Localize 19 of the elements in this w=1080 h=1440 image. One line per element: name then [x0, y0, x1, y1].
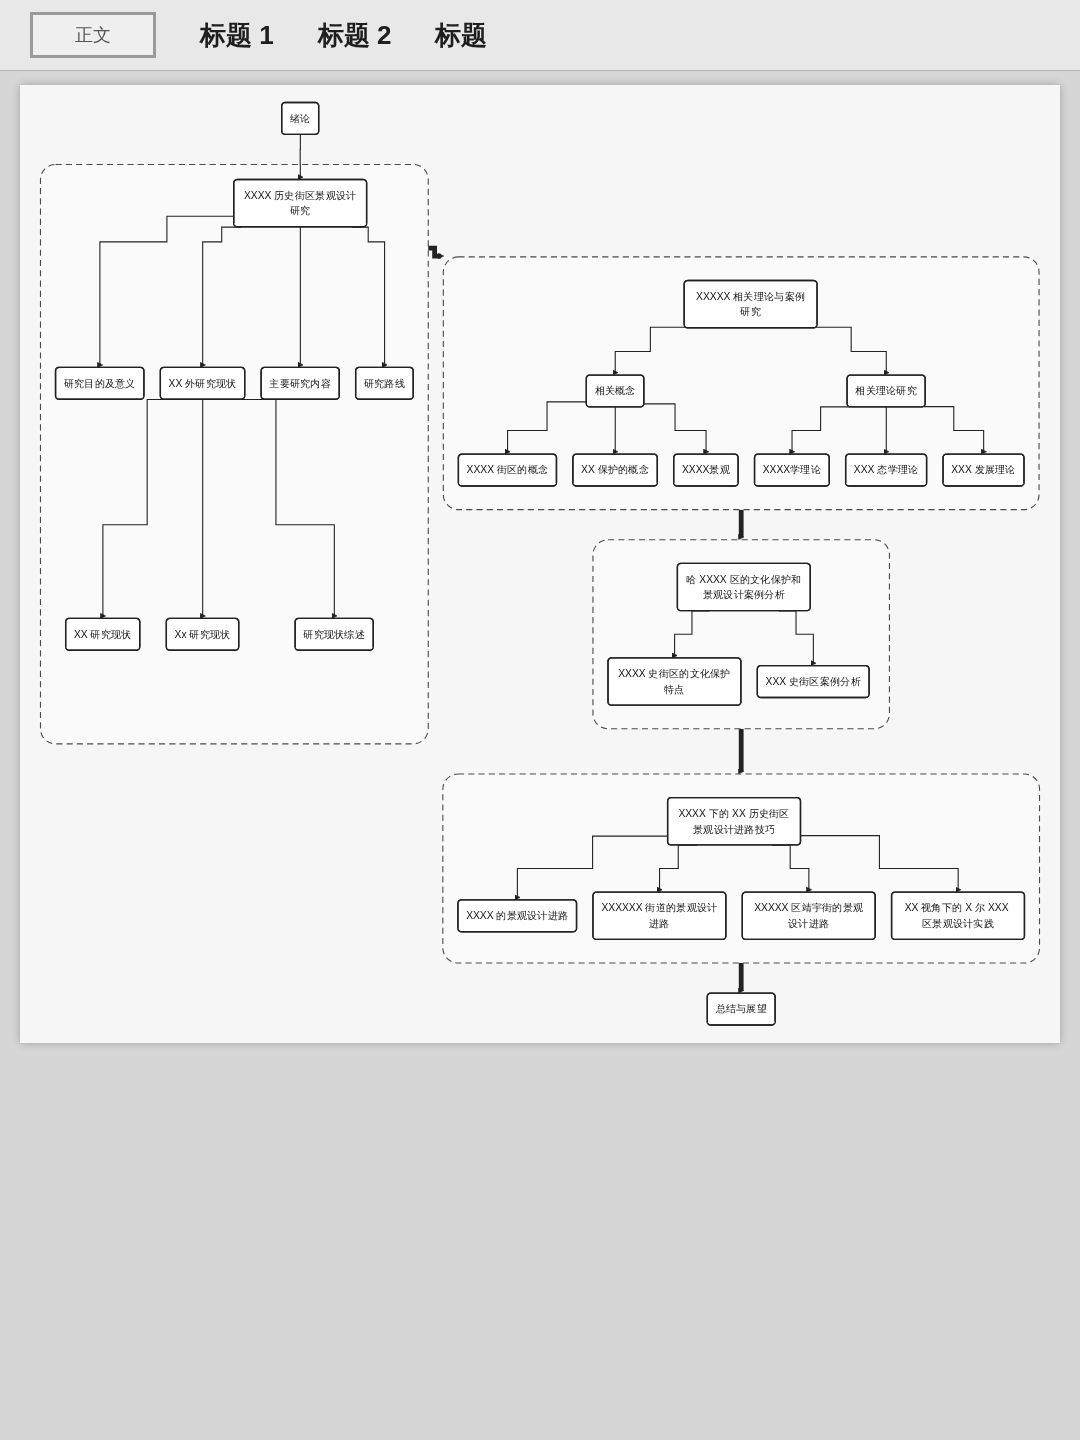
arrow [297, 226, 304, 368]
arrow [612, 406, 619, 455]
arrow [428, 245, 444, 260]
style-name: 标题 1 [200, 18, 274, 52]
style-name: 标题 2 [317, 18, 392, 52]
arrow [612, 326, 687, 376]
arrow [199, 399, 206, 619]
arrow [789, 406, 850, 455]
arrow [643, 403, 710, 455]
cluster [442, 256, 1040, 511]
cluster [442, 773, 1041, 964]
arrow [883, 406, 890, 455]
style-name: 标题 [435, 18, 488, 52]
arrow [297, 134, 304, 181]
arrow [800, 835, 962, 893]
arrow [923, 406, 987, 455]
cluster [592, 539, 890, 730]
cluster [39, 163, 429, 745]
style-name: 正文 [30, 12, 156, 58]
